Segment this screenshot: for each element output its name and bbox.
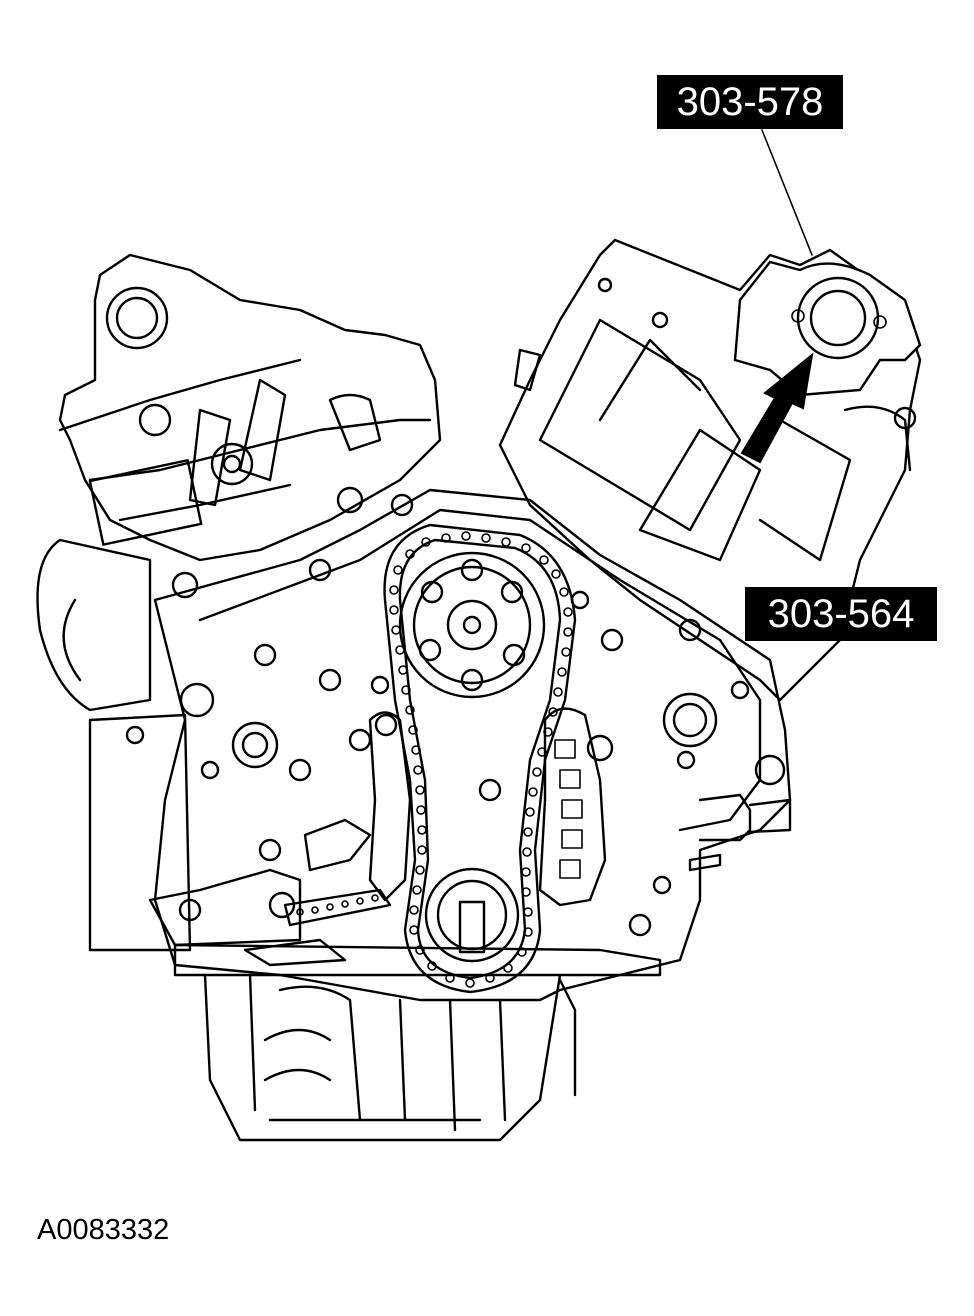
insertion-arrow-icon xyxy=(740,352,814,464)
engine-block-front xyxy=(148,486,792,1142)
callout-leader-top xyxy=(761,129,813,256)
figure-id: A0083332 xyxy=(37,1214,170,1246)
callout-label-303-564: 303-564 xyxy=(745,587,937,641)
timing-chain-system xyxy=(268,523,614,994)
callout-label-303-578: 303-578 xyxy=(657,75,843,129)
left-cylinder-bank xyxy=(36,253,442,952)
right-cylinder-bank xyxy=(498,238,922,702)
